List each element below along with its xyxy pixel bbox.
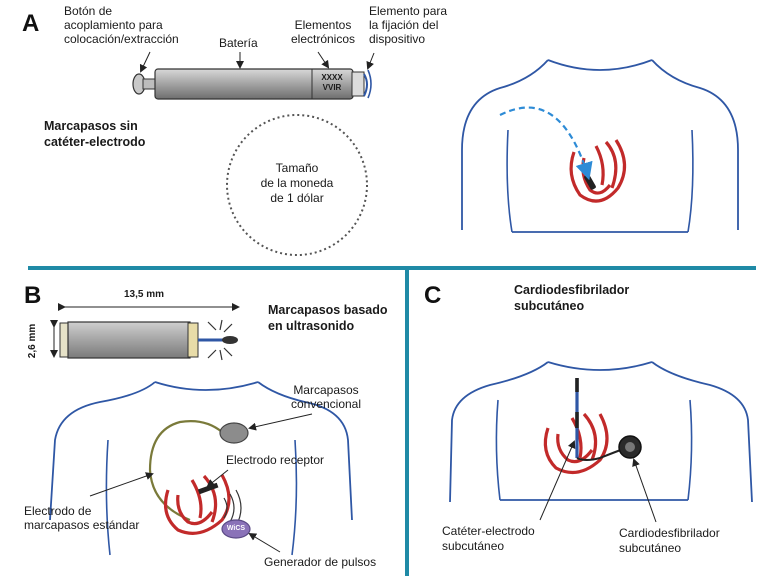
title-subcutaneous-icd: Cardiodesfibrilador subcutáneo [514, 283, 630, 313]
label-receiver-electrode: Electrodo receptor [226, 453, 325, 467]
label-standard-lead: Electrodo de marcapasos estándar [24, 504, 140, 532]
horizontal-divider [28, 266, 756, 270]
generator-badge: WiCS [226, 525, 246, 532]
standard-pacing-lead [148, 420, 223, 522]
label-fixation-element: Elemento para la fijación del dispositiv… [369, 4, 448, 46]
heart-a [569, 139, 627, 203]
conventional-pacemaker [219, 422, 249, 444]
torso-outline-c-right [651, 361, 753, 503]
label-docking-button: Botón de acoplamiento para colocación/ex… [64, 4, 179, 46]
torso-outline-b-right [257, 381, 353, 521]
torso-outline-a-left [461, 59, 549, 230]
title-leadless-pacemaker: Marcapasos sin catéter-electrodo [44, 119, 146, 149]
coin-size-label: Tamaño de la moneda de 1 dólar [260, 161, 334, 205]
device-code: XXXX VVIR [321, 73, 343, 92]
heart-b [164, 474, 231, 535]
ultrasound-pacemaker-device [59, 319, 238, 361]
leadless-pacemaker-device [132, 68, 372, 100]
pulse-generator [221, 519, 251, 539]
label-battery: Batería [219, 36, 258, 50]
label-subcutaneous-lead: Catéter-electrodo subcutáneo [442, 524, 535, 553]
label-electronics: Elementos electrónicos [290, 18, 356, 46]
dimension-height-label: 2,6 mm [27, 323, 39, 359]
torso-outline-b-left [49, 381, 156, 521]
panel-letter-a: A [22, 10, 40, 37]
label-subcutaneous-icd: Cardiodesfibrilador subcutáneo [619, 526, 720, 555]
label-pulse-generator: Generador de pulsos [264, 555, 377, 569]
vertical-divider [405, 268, 409, 576]
panel-letter-b: B [24, 282, 42, 309]
insertion-path-arrow [499, 106, 593, 181]
panel-letter-c: C [424, 282, 442, 309]
label-conventional-pacemaker: Marcapasos convencional [290, 383, 362, 411]
coin-outline [226, 114, 368, 256]
title-ultrasound-pacemaker: Marcapasos basado en ultrasonido [268, 303, 388, 333]
heart-c [543, 412, 609, 475]
dimension-length-label: 13,5 mm [124, 289, 165, 300]
torso-outline-a-right [651, 59, 739, 230]
torso-outline-c-left [449, 361, 549, 503]
